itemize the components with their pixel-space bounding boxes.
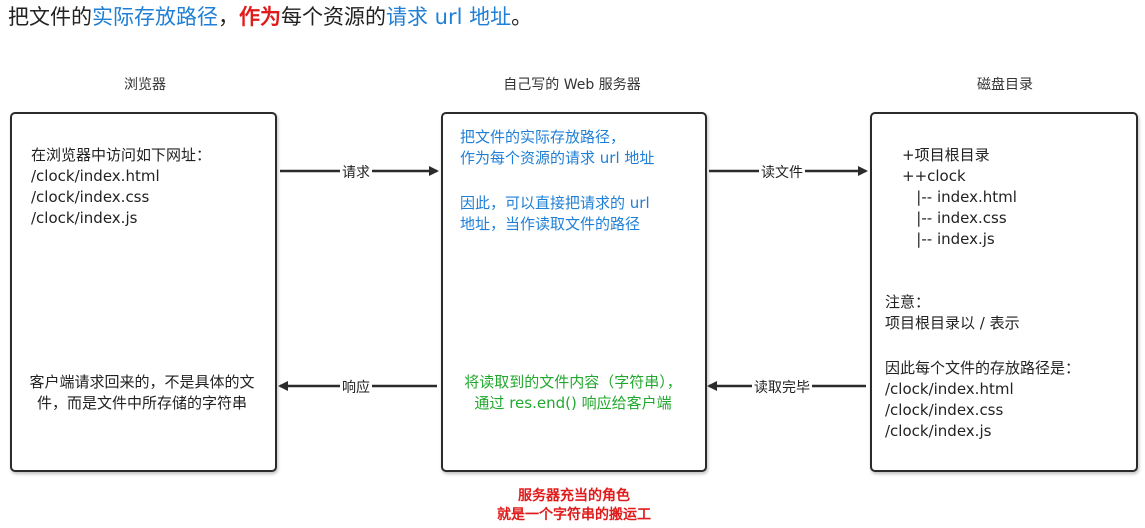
heading-part-5: 每个资源的	[281, 5, 386, 29]
request-arrow-label: 请求	[340, 162, 372, 182]
server-conclusion-text: 因此，可以直接把请求的 url 地址，当作读取文件的路径	[460, 194, 650, 233]
browser-request-text: 在浏览器中访问如下网址： /clock/index.html /clock/in…	[31, 146, 212, 227]
server-role-caption: 服务器充当的角色 就是一个字符串的搬运工	[441, 487, 707, 525]
disk-paths-text: 因此每个文件的存放路径是： /clock/index.html /clock/i…	[885, 359, 1081, 440]
disk-box	[870, 112, 1138, 472]
heading-part-1: 把文件的	[8, 5, 92, 29]
server-box	[441, 112, 707, 472]
read-file-arrow-label: 读文件	[759, 162, 805, 182]
server-column-title: 自己写的 Web 服务器	[503, 77, 641, 93]
disk-column-title: 磁盘目录	[977, 77, 1033, 93]
browser-column-title: 浏览器	[124, 77, 166, 93]
server-role-line-1: 服务器充当的角色	[518, 488, 630, 504]
directory-tree: +项目根目录 ++clock |-- index.html |-- index.…	[902, 146, 1017, 248]
heading-part-3: ，	[218, 5, 239, 29]
heading-part-2: 实际存放路径	[92, 5, 218, 29]
heading-part-6: 请求 url 地址	[386, 5, 512, 29]
heading-part-7: 。	[511, 5, 533, 29]
server-role-line-2: 就是一个字符串的搬运工	[497, 507, 651, 523]
browser-box	[10, 112, 277, 472]
server-response-text: 将读取到的文件内容（字符串）， 通过 res.end() 响应给客户端	[464, 373, 682, 412]
read-done-arrow-label: 读取完毕	[752, 377, 812, 397]
page-heading: 把文件的实际存放路径，作为每个资源的请求 url 地址。	[8, 2, 532, 32]
heading-part-4: 作为	[239, 5, 281, 29]
disk-note-text: 注意： 项目根目录以 / 表示	[885, 293, 1020, 332]
server-mapping-text: 把文件的实际存放路径， 作为每个资源的请求 url 地址	[460, 128, 655, 167]
browser-response-text: 客户端请求回来的，不是具体的文 件，而是文件中所存储的字符串	[29, 373, 255, 412]
response-arrow-label: 响应	[340, 377, 372, 397]
